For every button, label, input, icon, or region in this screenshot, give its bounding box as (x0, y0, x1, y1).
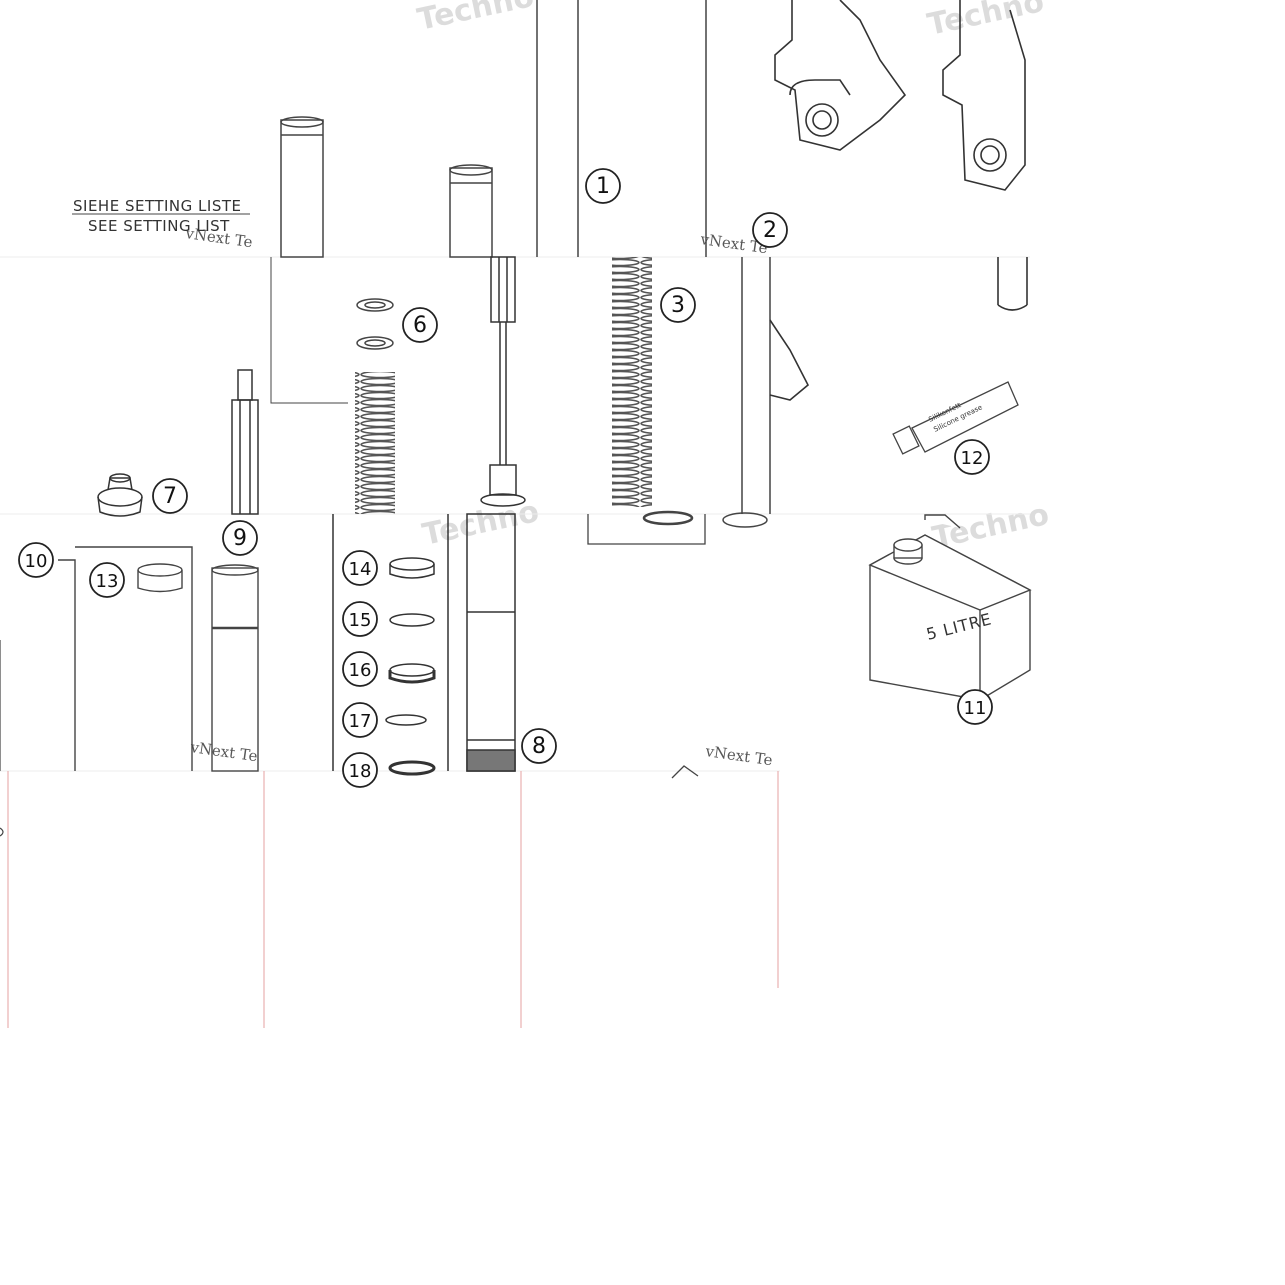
callout-13: 13 (89, 562, 125, 598)
callout-7: 7 (152, 478, 188, 514)
callout-number-6: 6 (413, 313, 427, 338)
callout-circle-1 (585, 168, 621, 204)
part-seal-stack (332, 514, 449, 776)
part-fragments-bottom (0, 640, 4, 837)
callout-16: 16 (342, 651, 378, 687)
callout-2: 2 (752, 212, 788, 248)
callout-11: 11 (957, 689, 993, 725)
setting-note-en: SEE SETTING LIST (88, 217, 230, 235)
part-spring-3 (612, 257, 652, 507)
callout-number-1: 1 (596, 174, 610, 199)
part-cartridge (466, 256, 526, 772)
callout-circle-11 (957, 689, 993, 725)
callout-number-7: 7 (163, 484, 177, 509)
callout-18: 18 (342, 752, 378, 788)
callout-circle-12 (954, 439, 990, 475)
callout-number-16: 16 (349, 660, 372, 681)
callout-circle-18 (342, 752, 378, 788)
callout-circle-6 (402, 307, 438, 343)
part-oil-canister-11: 5 LITRE (868, 514, 1032, 701)
callout-circle-2 (752, 212, 788, 248)
callout-circle-7 (152, 478, 188, 514)
part-fork-tube (536, 0, 771, 528)
callout-number-3: 3 (671, 293, 685, 318)
setting-note-bracket (72, 213, 348, 404)
callout-12: 12 (954, 439, 990, 475)
callout-number-2: 2 (763, 218, 777, 243)
callout-15: 15 (342, 601, 378, 637)
callout-circle-9 (222, 520, 258, 556)
watermark-vnext-d: vNext Te (703, 742, 773, 769)
part-piston-rod (231, 369, 259, 515)
setting-note-de: SIEHE SETTING LISTE (73, 197, 242, 215)
watermark-techno-right: Techno (924, 0, 1047, 43)
callout-circle-8 (521, 728, 557, 764)
part-outer-cartridge (58, 546, 259, 772)
part-fork-legs (769, 0, 1028, 401)
callout-8: 8 (521, 728, 557, 764)
callout-3: 3 (660, 287, 696, 323)
callout-number-8: 8 (532, 734, 546, 759)
scan-seams (7, 771, 779, 1028)
callout-circle-16 (342, 651, 378, 687)
part-inner-tubes (280, 116, 493, 258)
watermark-techno-top: Techno (414, 0, 537, 38)
callout-10: 10 (18, 542, 54, 578)
callout-number-9: 9 (233, 526, 247, 551)
callout-number-12: 12 (961, 448, 984, 469)
part-valve-cap-7 (97, 473, 143, 517)
callout-circle-15 (342, 601, 378, 637)
callout-circle-14 (342, 550, 378, 586)
callout-6: 6 (402, 307, 438, 343)
callout-circle-13 (89, 562, 125, 598)
watermark-vnext-c: vNext Te (188, 738, 258, 765)
callout-number-10: 10 (25, 551, 48, 572)
callout-number-17: 17 (349, 711, 372, 732)
part-grease-tube-12: Silikonfett Silicone grease (892, 381, 1019, 455)
callout-17: 17 (342, 702, 378, 738)
callout-circle-3 (660, 287, 696, 323)
callout-circle-10 (18, 542, 54, 578)
callout-number-13: 13 (96, 571, 119, 592)
callout-number-11: 11 (964, 698, 987, 719)
callout-14: 14 (342, 550, 378, 586)
callout-9: 9 (222, 520, 258, 556)
callout-number-14: 14 (349, 559, 372, 580)
part-spring-6 (355, 298, 395, 514)
callout-number-18: 18 (349, 761, 372, 782)
callout-circle-17 (342, 702, 378, 738)
callout-number-15: 15 (349, 610, 372, 631)
callout-1: 1 (585, 168, 621, 204)
part-ring-detail (587, 510, 706, 779)
